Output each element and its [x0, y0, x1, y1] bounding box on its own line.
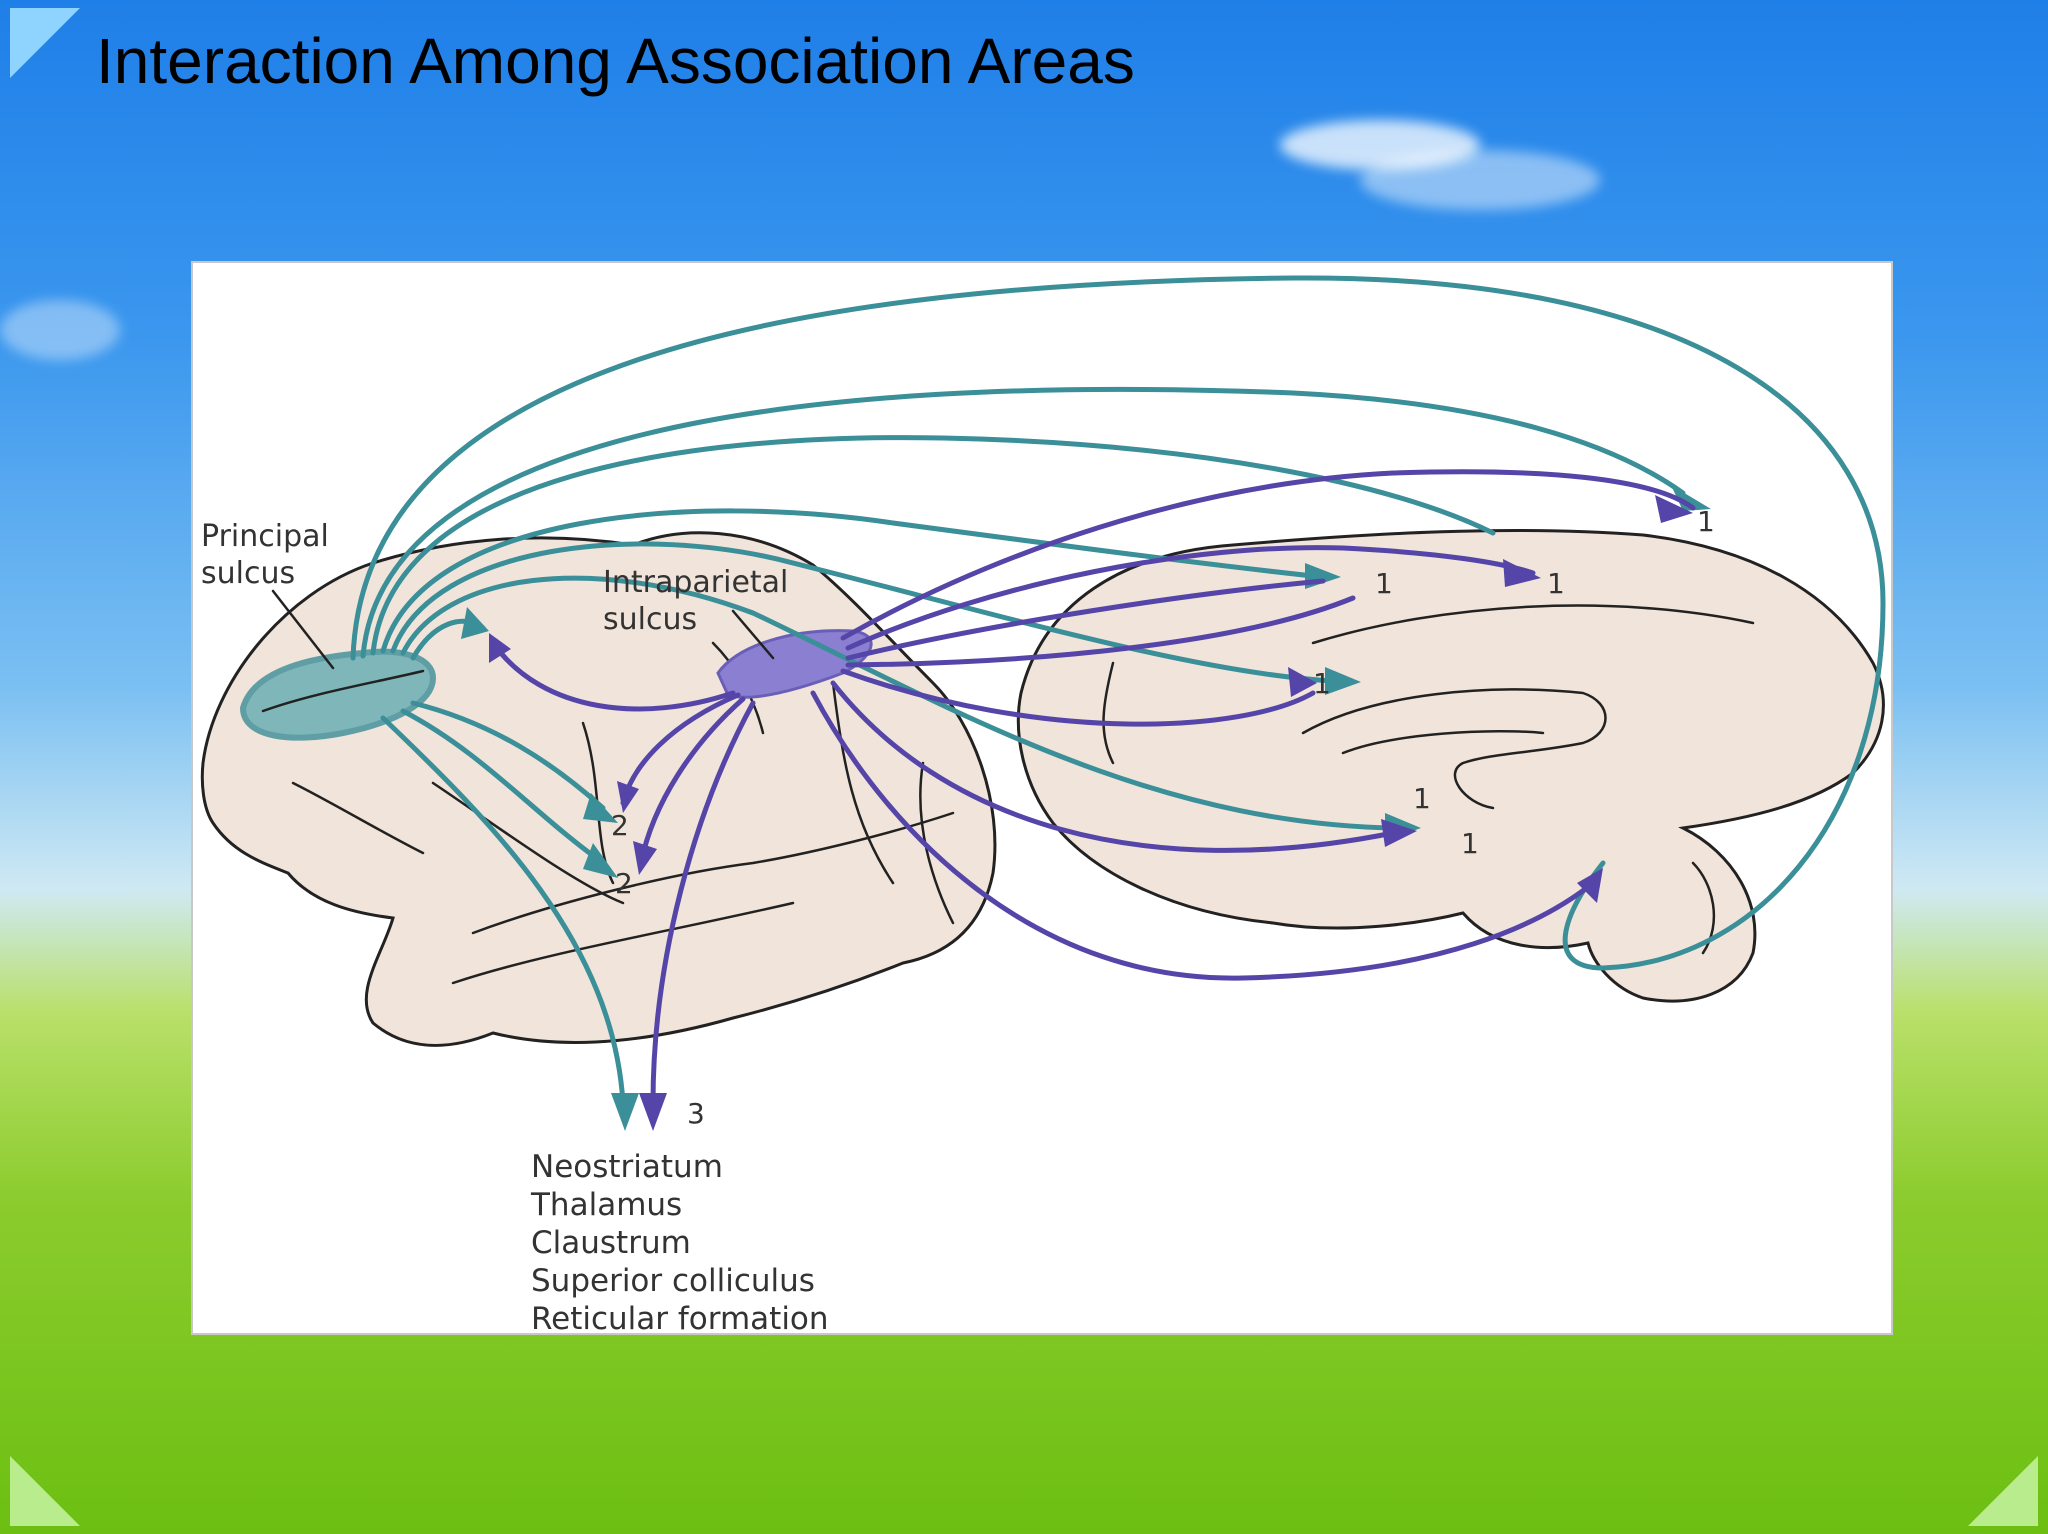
- teal-pathway: [370, 435, 1496, 656]
- arrowhead: [583, 793, 618, 823]
- purple-pathway: [840, 668, 1316, 727]
- arrowhead: [633, 841, 657, 875]
- corner-decoration-bottom-right: [1968, 1456, 2038, 1526]
- medial-sulcus: [1102, 661, 1115, 765]
- teal-pathway: [360, 386, 1686, 659]
- purple-pathway: [845, 578, 1326, 661]
- teal-pathway: [390, 541, 1336, 684]
- subcortical-target: Thalamus: [530, 1187, 682, 1223]
- target-number: 1: [1461, 827, 1479, 860]
- purple-pathway: [810, 690, 1596, 981]
- principal-sulcus-label: Principal: [201, 519, 329, 554]
- teal-pathway: [380, 715, 626, 1106]
- purple-pathway: [845, 545, 1536, 651]
- lateral-sulcus: [831, 681, 895, 885]
- teal-pathway: [380, 508, 1316, 654]
- medial-sulcus: [1341, 729, 1545, 755]
- subcortical-target: Claustrum: [531, 1225, 691, 1261]
- arrowhead: [1325, 667, 1361, 695]
- arrowhead: [1577, 868, 1603, 903]
- intraparietal-sulcus-label: Intraparietal: [603, 565, 788, 600]
- subcortical-target: Reticular formation: [531, 1301, 829, 1335]
- lateral-sulcus: [451, 901, 795, 985]
- target-number: 1: [1697, 505, 1715, 538]
- teal-pathway: [350, 275, 1886, 971]
- arrowhead: [461, 607, 489, 639]
- purple-pathway: [840, 469, 1696, 641]
- arrowhead: [1381, 819, 1417, 847]
- arrowhead: [1655, 495, 1693, 523]
- slide-title: Interaction Among Association Areas: [96, 25, 1135, 97]
- arrowhead: [1671, 485, 1711, 511]
- intraparietal-sulcus-region: [716, 629, 873, 699]
- cloud: [0, 300, 120, 360]
- principal-sulcus-region: [239, 648, 437, 741]
- arrowhead: [611, 1093, 639, 1131]
- principal-sulcus-line: [261, 669, 425, 713]
- arrowhead: [1503, 559, 1541, 587]
- cloud: [1360, 150, 1600, 210]
- medial-sulcus: [1311, 604, 1755, 645]
- brain-diagram: Principal sulcus Intraparietal sulcus 1 …: [200, 275, 1886, 1335]
- subcortical-target: Superior colliculus: [531, 1263, 815, 1299]
- target-number: 3: [687, 1097, 705, 1130]
- principal-leader-line: [271, 589, 335, 670]
- target-number: 1: [1313, 667, 1331, 700]
- target-number: 1: [1413, 782, 1431, 815]
- arrowhead: [617, 781, 639, 813]
- target-number: 2: [611, 809, 629, 842]
- arrowhead: [489, 633, 511, 663]
- arrowhead: [583, 843, 618, 878]
- arrowhead: [639, 1093, 667, 1131]
- subcortical-target: Neostriatum: [531, 1149, 723, 1185]
- prefrontal-pathways: [350, 275, 1886, 1131]
- target-number: 1: [1547, 567, 1565, 600]
- purple-pathway: [650, 700, 756, 1106]
- parietal-pathways: [489, 469, 1696, 1131]
- medial-sulcus: [1301, 688, 1607, 810]
- teal-pathway: [410, 700, 606, 811]
- purple-pathway: [638, 696, 746, 866]
- teal-pathway: [400, 575, 1396, 831]
- principal-sulcus-label: sulcus: [201, 556, 295, 591]
- cloud: [1280, 120, 1480, 170]
- lateral-sulcus: [919, 761, 955, 925]
- target-number: 2: [615, 867, 633, 900]
- purple-pathway: [490, 640, 736, 712]
- medial-brain: [1016, 528, 1885, 1003]
- intraparietal-leader-line: [731, 609, 775, 660]
- purple-pathway: [845, 595, 1356, 668]
- purple-pathway: [830, 680, 1396, 853]
- target-number: 1: [1375, 567, 1393, 600]
- corner-decoration-bottom-left: [10, 1456, 80, 1526]
- intraparietal-sulcus-label: sulcus: [603, 602, 697, 637]
- teal-pathway: [400, 708, 606, 866]
- figure-panel: Principal sulcus Intraparietal sulcus 1 …: [191, 261, 1893, 1335]
- lateral-sulcus: [291, 781, 425, 855]
- corner-decoration-top-left: [10, 8, 80, 78]
- arrowhead: [1288, 667, 1317, 697]
